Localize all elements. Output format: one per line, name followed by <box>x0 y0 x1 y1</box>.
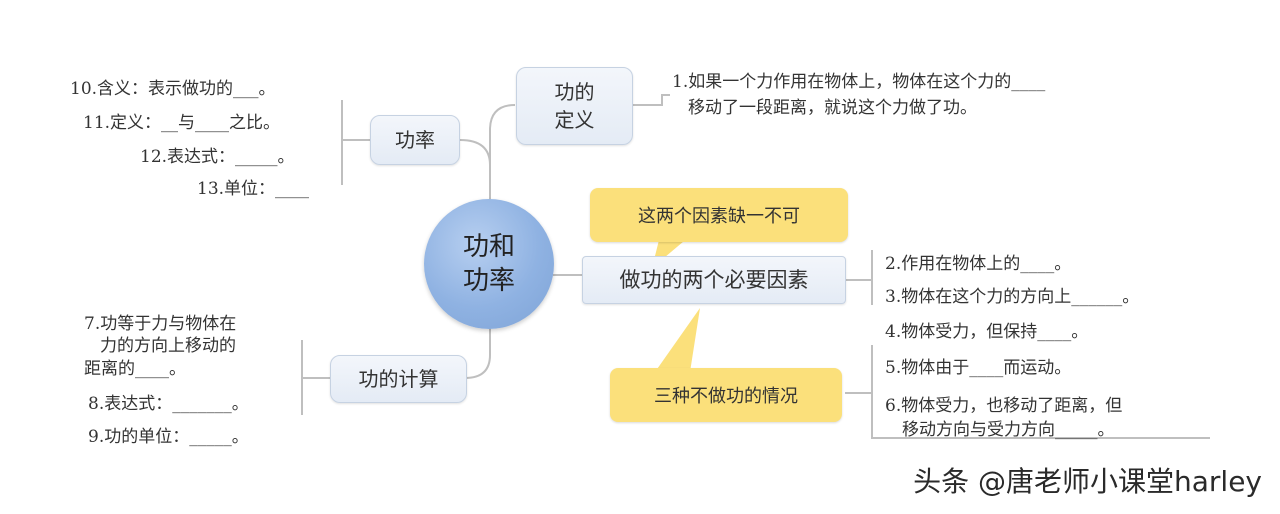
callout-bottom-pointer <box>655 308 700 372</box>
no-work-item: 4.物体受力，但保持____。 <box>885 322 1089 342</box>
power-item: 13.单位：____ <box>197 179 310 199</box>
connector-center-power <box>459 139 491 200</box>
definition-item-line-1: 1.如果一个力作用在物体上，物体在这个力的____ <box>672 72 1046 92</box>
center-line-1: 功和 <box>462 232 515 262</box>
definition-item-line-2: 移动了一段距离，就说这个力做了功。 <box>688 98 977 118</box>
connector-nowork-bracket <box>845 345 1210 439</box>
factors-node: 做功的两个必要因素 <box>582 256 846 304</box>
connector-factors-bracket <box>845 250 873 305</box>
center-node: 功和 功率 <box>424 199 554 329</box>
connector-calc-bracket <box>301 340 330 415</box>
power-node: 功率 <box>370 115 460 165</box>
definition-line-1: 功的 <box>554 80 595 104</box>
calc-item: 7.功等于力与物体在 <box>84 314 237 334</box>
factor-item: 3.物体在这个力的方向上______。 <box>885 287 1140 307</box>
callout-bottom-text: 三种不做功的情况 <box>654 386 798 407</box>
connector-center-calc <box>464 328 491 379</box>
calculation-label: 功的计算 <box>358 367 439 391</box>
power-item: 10.含义：表示做功的___。 <box>70 79 276 99</box>
definition-node: 功的 定义 <box>516 67 633 145</box>
definition-line-2: 定义 <box>554 108 595 132</box>
no-work-item: 6.物体受力，也移动了距离，但 <box>885 396 1123 416</box>
connector-definition-text <box>632 94 670 106</box>
calc-item: 力的方向上移动的 <box>100 336 236 356</box>
connector-power-bracket <box>341 100 370 185</box>
callout-top: 这两个因素缺一不可 <box>590 188 848 242</box>
no-work-item: 5.物体由于____而运动。 <box>885 358 1072 378</box>
factors-label: 做功的两个必要因素 <box>619 268 809 292</box>
center-line-2: 功率 <box>462 266 515 296</box>
power-item: 12.表达式：_____。 <box>140 147 295 167</box>
calc-item: 9.功的单位：_____。 <box>88 427 249 447</box>
callout-bottom: 三种不做功的情况 <box>610 368 842 422</box>
calc-item: 距离的____。 <box>84 359 186 379</box>
calculation-node: 功的计算 <box>330 355 467 403</box>
calc-item: 8.表达式：_______。 <box>88 394 249 414</box>
connector-center-definition <box>489 104 516 200</box>
no-work-item: 移动方向与受力方向_____。 <box>902 420 1115 440</box>
callout-top-text: 这两个因素缺一不可 <box>638 206 800 227</box>
watermark: 头条 @唐老师小课堂harley <box>913 465 1262 498</box>
power-label: 功率 <box>395 128 435 152</box>
factor-item: 2.作用在物体上的____。 <box>885 254 1072 274</box>
power-item: 11.定义：__与____之比。 <box>83 113 281 133</box>
